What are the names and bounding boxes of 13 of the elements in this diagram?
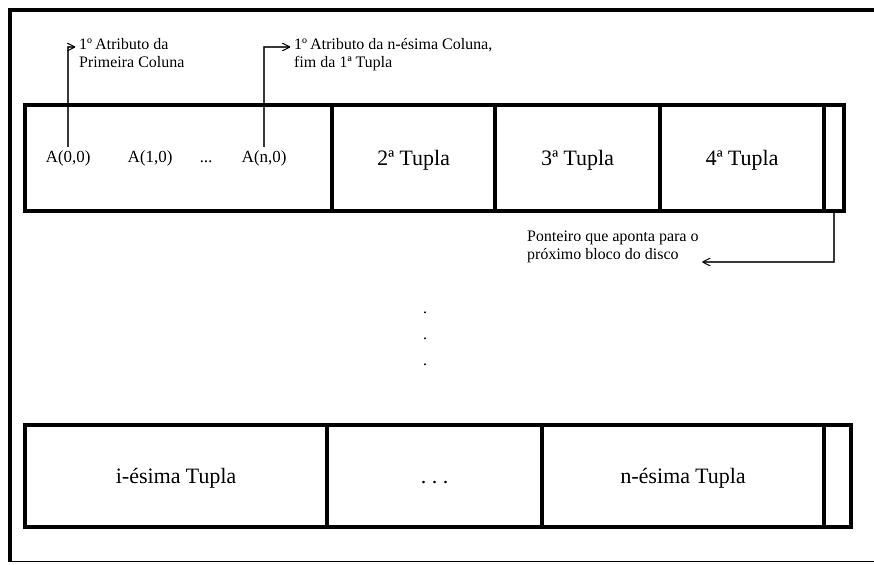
ellipsis-dot: . (423, 352, 427, 370)
arrow (263, 42, 291, 147)
arrow (702, 213, 835, 267)
annotation-text: 1º Atributo da Primeira Coluna (75, 36, 225, 76)
ellipsis-dot: . (423, 300, 427, 318)
ellipsis-dot: . (423, 326, 427, 344)
arrow (66, 42, 76, 147)
annotation-text: 1º Atributo da n-ésima Coluna, fim da 1ª Tupla (290, 36, 505, 76)
annotation-text: Ponteiro que aponta para o próximo bloco do disco (523, 228, 753, 272)
attribute-label: A(n,0) (225, 147, 303, 171)
attribute-label: A(1,0) (115, 147, 185, 171)
attribute-label: ... (193, 147, 219, 171)
attribute-label: A(0,0) (29, 147, 107, 171)
